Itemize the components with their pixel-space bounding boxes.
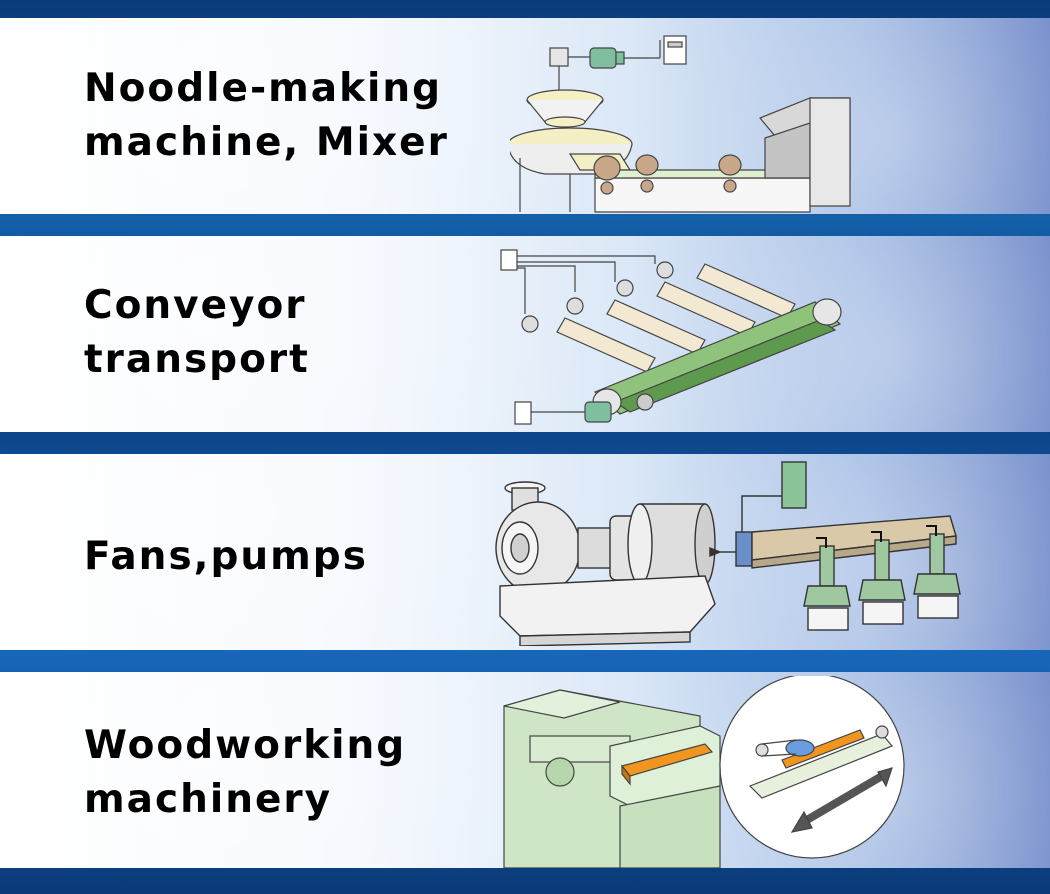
woodworking-machine-illustration [503,676,905,868]
title-line-2: machine, Mixer [84,120,449,165]
noodle-machine-illustration [510,35,851,213]
section-title-fans: Fans,pumps [84,530,368,584]
title-line-1: Fans,pumps [84,534,368,579]
section-fans: Fans,pumps [0,454,1050,650]
section-conveyor: Conveyor transport [0,236,1050,432]
section-title-conveyor: Conveyor transport [84,279,310,387]
pump-illustration [495,461,961,646]
title-line-1: Woodworking [84,723,407,768]
title-line-2: transport [84,337,310,382]
conveyor-illustration [500,249,842,425]
section-title-wood: Woodworking machinery [84,719,406,827]
section-noodle: Noodle-making machine, Mixer [0,18,1050,214]
section-wood: Woodworking machinery [0,672,1050,868]
title-line-2: machinery [84,777,333,822]
title-line-1: Conveyor [84,283,307,328]
title-line-1: Noodle-making [84,66,443,111]
section-title-noodle: Noodle-making machine, Mixer [84,62,449,170]
